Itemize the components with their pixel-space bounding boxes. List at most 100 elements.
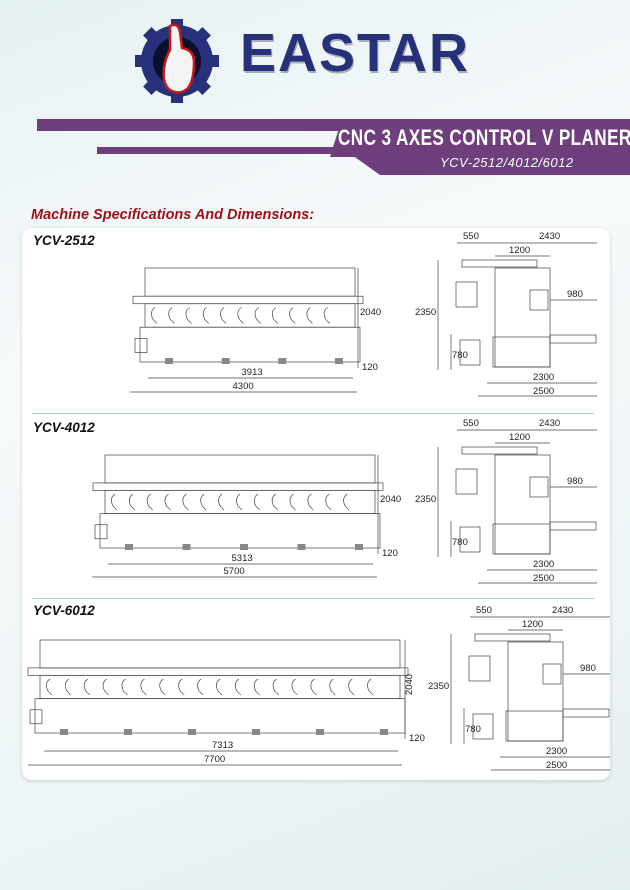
cutter-head	[178, 678, 185, 696]
support-foot	[221, 358, 230, 364]
side-table	[549, 334, 597, 344]
dim-2350: 2350	[415, 494, 437, 505]
cutter-head	[323, 307, 330, 324]
cutter-head	[271, 493, 278, 511]
support-foot	[278, 358, 287, 364]
side-base	[492, 336, 551, 368]
dim-980: 980	[567, 289, 583, 300]
dim-1200: 1200	[509, 245, 531, 256]
top-beam	[474, 633, 551, 642]
window	[529, 476, 549, 498]
cutter-head	[64, 678, 72, 696]
section-heading: Machine Specifications And Dimensions:	[31, 207, 315, 223]
cutter-head	[289, 307, 296, 324]
dim-1200: 1200	[522, 619, 544, 630]
page-title: CNC 3 AXES CONTROL V PLANER	[338, 125, 630, 150]
dim-foot-height: 120	[362, 362, 378, 373]
cutter-head	[182, 493, 189, 511]
cutter-head	[306, 307, 313, 324]
support-foot	[165, 358, 173, 364]
cutter-head	[121, 678, 128, 696]
motor-box	[472, 713, 494, 740]
divider	[32, 598, 594, 599]
brand-logo-text: EASTAR	[240, 23, 471, 83]
cutter-head	[237, 307, 244, 324]
dim-2500: 2500	[546, 760, 568, 771]
cutter-head	[253, 678, 261, 696]
cutter-head	[220, 307, 227, 324]
cutter-head	[236, 493, 243, 511]
support-foot	[316, 729, 324, 735]
cutter-head	[325, 493, 332, 511]
cutter-head	[202, 307, 210, 324]
model-title: YCV-4012	[33, 420, 95, 435]
cutter-head	[343, 493, 350, 511]
head-bay	[39, 674, 401, 699]
cutter-head	[159, 678, 166, 696]
dim-550: 550	[476, 605, 492, 616]
dim-2430: 2430	[539, 418, 561, 429]
hopper	[455, 468, 478, 495]
base	[34, 698, 406, 734]
top-beam	[461, 446, 538, 455]
cutter-head	[151, 307, 158, 324]
cutter-head	[310, 678, 317, 696]
dim-inner-length: 3913	[241, 367, 263, 378]
banner	[345, 150, 630, 175]
dim-980: 980	[567, 476, 583, 487]
cutter-head	[329, 678, 336, 696]
support-foot	[182, 544, 191, 550]
cutter-head	[289, 493, 296, 511]
cutter-head	[254, 307, 261, 324]
dim-980: 980	[580, 663, 596, 674]
cutter-head	[128, 493, 136, 511]
dim-1200: 1200	[509, 432, 531, 443]
dim-total-length: 4300	[232, 381, 254, 392]
dim-2350: 2350	[428, 681, 450, 692]
cutter-head	[271, 307, 279, 324]
hopper	[455, 281, 478, 308]
divider	[32, 413, 594, 414]
cutter-head	[111, 493, 118, 511]
motor	[29, 709, 43, 725]
support-foot	[297, 544, 306, 550]
page-subtitle: YCV-2512/4012/6012	[440, 155, 574, 170]
support-foot	[188, 729, 196, 735]
support-foot	[252, 729, 260, 735]
support-foot	[380, 729, 388, 735]
cutter-head	[218, 493, 225, 511]
side-table	[562, 708, 610, 718]
cutter-head	[348, 678, 355, 696]
support-foot	[60, 729, 68, 735]
eastar-logo: EASTAR	[135, 14, 480, 104]
cutter-head	[200, 493, 207, 511]
support-foot	[355, 544, 363, 550]
rail	[27, 667, 409, 676]
dim-2500: 2500	[533, 386, 555, 397]
motor	[94, 524, 108, 540]
motor-box	[459, 526, 481, 553]
motor	[134, 338, 148, 353]
cutter-head	[168, 307, 175, 324]
cutter-head	[272, 678, 279, 696]
cutter-head	[234, 678, 242, 696]
dim-2500: 2500	[533, 573, 555, 584]
support-foot	[240, 544, 248, 550]
beam	[39, 639, 401, 669]
dim-2300: 2300	[533, 559, 555, 570]
dim-foot-height: 120	[382, 548, 398, 559]
dim-2430: 2430	[552, 605, 574, 616]
dim-total-length: 7700	[204, 754, 226, 765]
dim-inner-length: 5313	[231, 553, 253, 564]
motor-box	[459, 339, 481, 366]
side-table	[549, 521, 597, 531]
spec-card	[22, 228, 610, 780]
dim-550: 550	[463, 418, 479, 429]
cutter-head	[367, 678, 374, 696]
gear-thumb-icon	[135, 19, 219, 103]
cutter-head	[216, 678, 223, 696]
hopper	[468, 655, 491, 682]
window	[542, 663, 562, 685]
